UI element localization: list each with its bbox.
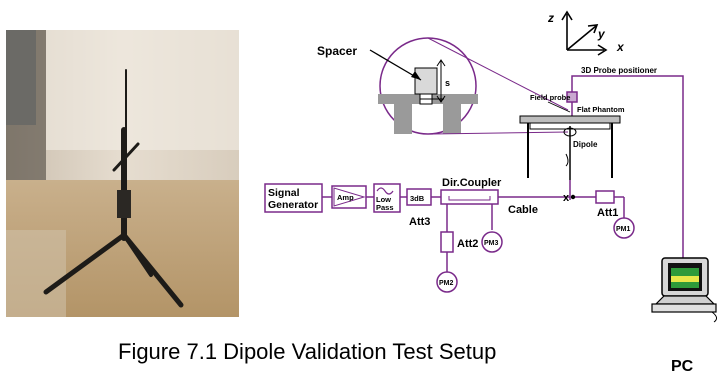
tripod xyxy=(43,69,184,308)
pm1-label: PM1 xyxy=(616,226,631,233)
probe-positioner-label: 3D Probe positioner xyxy=(581,66,657,75)
att3-box-label: 3dB xyxy=(410,194,425,203)
measurement-point xyxy=(570,194,576,200)
amplifier: Amp xyxy=(331,185,367,209)
cable-label: Cable xyxy=(508,204,538,216)
pm2-label: PM2 xyxy=(439,280,454,287)
low-pass-label-2: Pass xyxy=(376,203,394,212)
axis-x-label: x xyxy=(616,40,625,54)
signal-chain-wires xyxy=(322,196,625,272)
dipole-tripod-photo xyxy=(6,30,239,317)
axis-z-label: z xyxy=(547,11,554,25)
att1-box xyxy=(595,190,615,204)
dipole-label: Dipole xyxy=(573,140,598,149)
att2-label: Att2 xyxy=(457,238,478,250)
signal-generator-label-1: Signal xyxy=(268,187,300,199)
spacing-label: s xyxy=(445,78,450,88)
flat-phantom-label: Flat Phantom xyxy=(577,105,625,114)
directional-coupler xyxy=(440,189,499,205)
att1-label: Att1 xyxy=(597,207,618,219)
axes-symbol xyxy=(561,10,608,56)
field-probe-label: Field probe xyxy=(530,93,570,102)
spacer-label: Spacer xyxy=(317,44,357,58)
amp-label: Amp xyxy=(337,193,354,202)
pc-label: PC xyxy=(671,358,694,375)
axis-y-label: y xyxy=(597,27,606,41)
power-meter-pm3: PM3 xyxy=(481,231,503,253)
spacer-detail xyxy=(369,37,569,135)
figure-caption: Figure 7.1 Dipole Validation Test Setup xyxy=(118,339,497,364)
att3-box: 3dB xyxy=(406,188,432,206)
pc-computer xyxy=(651,257,718,323)
low-pass-label-1: Low xyxy=(376,195,391,204)
dir-coupler-label: Dir.Coupler xyxy=(442,177,502,189)
signal-generator-label-2: Generator xyxy=(268,199,318,211)
x-mark-label: x xyxy=(563,192,570,204)
att2-box xyxy=(440,231,454,253)
power-meter-pm2: PM2 xyxy=(436,271,458,293)
phantom-table xyxy=(519,115,621,200)
low-pass-filter: Low Pass xyxy=(373,183,401,213)
power-meter-pm1: PM1 xyxy=(613,217,635,239)
att3-label: Att3 xyxy=(409,216,430,228)
signal-generator-box: Signal Generator xyxy=(264,183,323,213)
pm3-label: PM3 xyxy=(484,240,499,247)
